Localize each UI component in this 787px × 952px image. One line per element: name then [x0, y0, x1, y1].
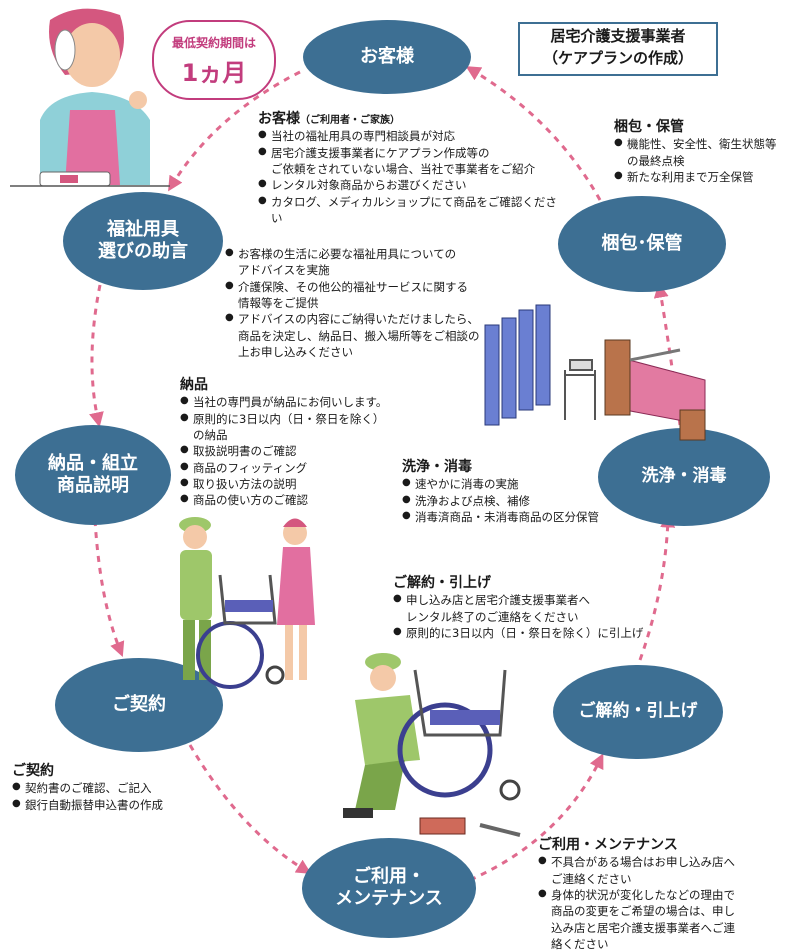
node-delivery: 納品・組立 商品説明: [15, 425, 171, 525]
list-item: カタログ、メディカルショップにて商品をご確認ください: [258, 194, 558, 227]
section-delivery-title: 納品: [180, 377, 208, 393]
node-advice-line2: 選びの助言: [98, 241, 188, 262]
section-delivery: 納品 当社の専門員が納品にお伺いします。 原則的に3日以内（日・祭日を除く） の…: [180, 376, 420, 508]
arrow-storage-to-customer: [465, 66, 602, 201]
list-item: 当社の福祉用具の専門相談員が対応: [258, 128, 558, 144]
node-cancel-label: ご解約・引上げ: [578, 701, 698, 722]
section-usage-title: ご利用・メンテナンス: [538, 837, 678, 853]
section-cleaning-title: 洗浄・消毒: [402, 459, 472, 475]
list-item: 商品の使い方のご確認: [180, 492, 420, 508]
list-item: 取扱説明書のご確認: [180, 443, 420, 459]
list-item: 原則的に3日以内（日・祭日を除く） の納品: [180, 411, 420, 444]
section-contract-title: ご契約: [12, 763, 54, 779]
section-cancel: ご解約・引上げ 申し込み店と居宅介護支援事業者へ レンタル終了のご連絡をください…: [393, 574, 683, 641]
list-item: 速やかに消毒の実施: [402, 476, 632, 492]
list-item: 取り扱い方法の説明: [180, 476, 420, 492]
section-advice: お客様の生活に必要な福祉用具についての アドバイスを実施 介護保険、その他公的福…: [225, 246, 515, 360]
list-item: 身体的状況が変化したなどの理由で 商品の変更をご希望の場合は、申し 込み店と居宅…: [538, 887, 778, 952]
arrow-advice-to-delivery: [89, 284, 104, 428]
maintenance-worker-illustration: [343, 653, 521, 837]
arrow-customer-to-advice: [168, 70, 301, 192]
section-customer: お客様（ご利用者・ご家族） 当社の福祉用具の専門相談員が対応 居宅介護支援事業者…: [258, 110, 558, 226]
node-customer: お客様: [303, 20, 471, 94]
node-advice: 福祉用具 選びの助言: [63, 192, 223, 290]
arrow-delivery-to-contract: [93, 519, 125, 657]
list-item: お客様の生活に必要な福祉用具についての アドバイスを実施: [225, 246, 515, 279]
list-item: 当社の専門員が納品にお伺いします。: [180, 394, 420, 410]
node-advice-line1: 福祉用具: [107, 218, 179, 240]
list-item: 消毒済商品・未消毒商品の区分保管: [402, 509, 632, 525]
section-cancel-title: ご解約・引上げ: [393, 575, 491, 591]
node-cancel: ご解約・引上げ: [553, 665, 723, 759]
section-customer-title: お客様（ご利用者・ご家族）: [258, 111, 400, 127]
list-item: 新たな利用まで万全保管: [614, 169, 784, 185]
care-provider-box: 居宅介護支援事業者 （ケアプランの作成）: [518, 22, 718, 76]
arrow-usage-to-cancel: [469, 753, 604, 882]
node-usage-line2: メンテナンス: [335, 888, 443, 909]
node-usage-line1: ご利用・: [353, 865, 425, 887]
node-delivery-line2: 商品説明: [57, 475, 129, 496]
section-usage: ご利用・メンテナンス 不具合がある場合はお申し込み店へ ご連絡ください 身体的状…: [538, 836, 778, 952]
node-customer-label: お客様: [360, 45, 414, 67]
section-contract: ご契約 契約書のご確認、ご記入 銀行自動振替申込書の作成: [12, 762, 212, 813]
bubble-line2: 1ヵ月: [181, 59, 247, 87]
list-item: 機能性、安全性、衛生状態等 の最終点検: [614, 136, 784, 169]
section-storage: 梱包・保管 機能性、安全性、衛生状態等 の最終点検 新たな利用まで万全保管: [614, 118, 784, 185]
section-cleaning: 洗浄・消毒 速やかに消毒の実施 洗浄および点検、補修 消毒済商品・未消毒商品の区…: [402, 458, 632, 525]
list-item: 申し込み店と居宅介護支援事業者へ レンタル終了のご連絡をください: [393, 592, 683, 625]
node-delivery-line1: 納品・組立: [48, 452, 138, 474]
list-item: 商品のフィッティング: [180, 460, 420, 476]
bubble-line1: 最低契約期間は: [171, 36, 256, 50]
equipment-illustration: [484, 304, 706, 441]
list-item: 洗浄および点検、補修: [402, 493, 632, 509]
woman-on-phone-illustration: [10, 8, 170, 187]
list-item: 不具合がある場合はお申し込み店へ ご連絡ください: [538, 854, 778, 887]
list-item: 介護保険、その他公的福祉サービスに関する 情報等をご提供: [225, 279, 515, 312]
list-item: レンタル対象商品からお選びください: [258, 177, 558, 193]
node-storage-label: 梱包･保管: [601, 232, 683, 254]
list-item: アドバイスの内容にご納得いただけましたら、 商品を決定し、納品日、搬入場所等をご…: [225, 311, 515, 360]
list-item: 契約書のご確認、ご記入: [12, 780, 212, 796]
node-cleaning-label: 洗浄・消毒: [641, 466, 727, 487]
node-usage: ご利用・ メンテナンス: [302, 838, 476, 938]
provider-line1: 居宅介護支援事業者: [550, 27, 686, 45]
node-contract-label: ご契約: [112, 693, 166, 715]
list-item: 銀行自動振替申込書の作成: [12, 797, 212, 813]
node-storage: 梱包･保管: [558, 196, 726, 292]
list-item: 居宅介護支援事業者にケアプラン作成等の ご依頼をされていない場合、当社で事業者を…: [258, 145, 558, 178]
delivery-staff-illustration: [179, 517, 315, 689]
provider-line2: （ケアプランの作成）: [542, 48, 693, 67]
arrow-cancel-to-cleaning: [638, 512, 676, 661]
minimum-term-bubble: 最低契約期間は 1ヵ月: [152, 20, 276, 100]
section-storage-title: 梱包・保管: [614, 119, 684, 135]
list-item: 原則的に3日以内（日・祭日を除く）に引上げ: [393, 625, 683, 641]
